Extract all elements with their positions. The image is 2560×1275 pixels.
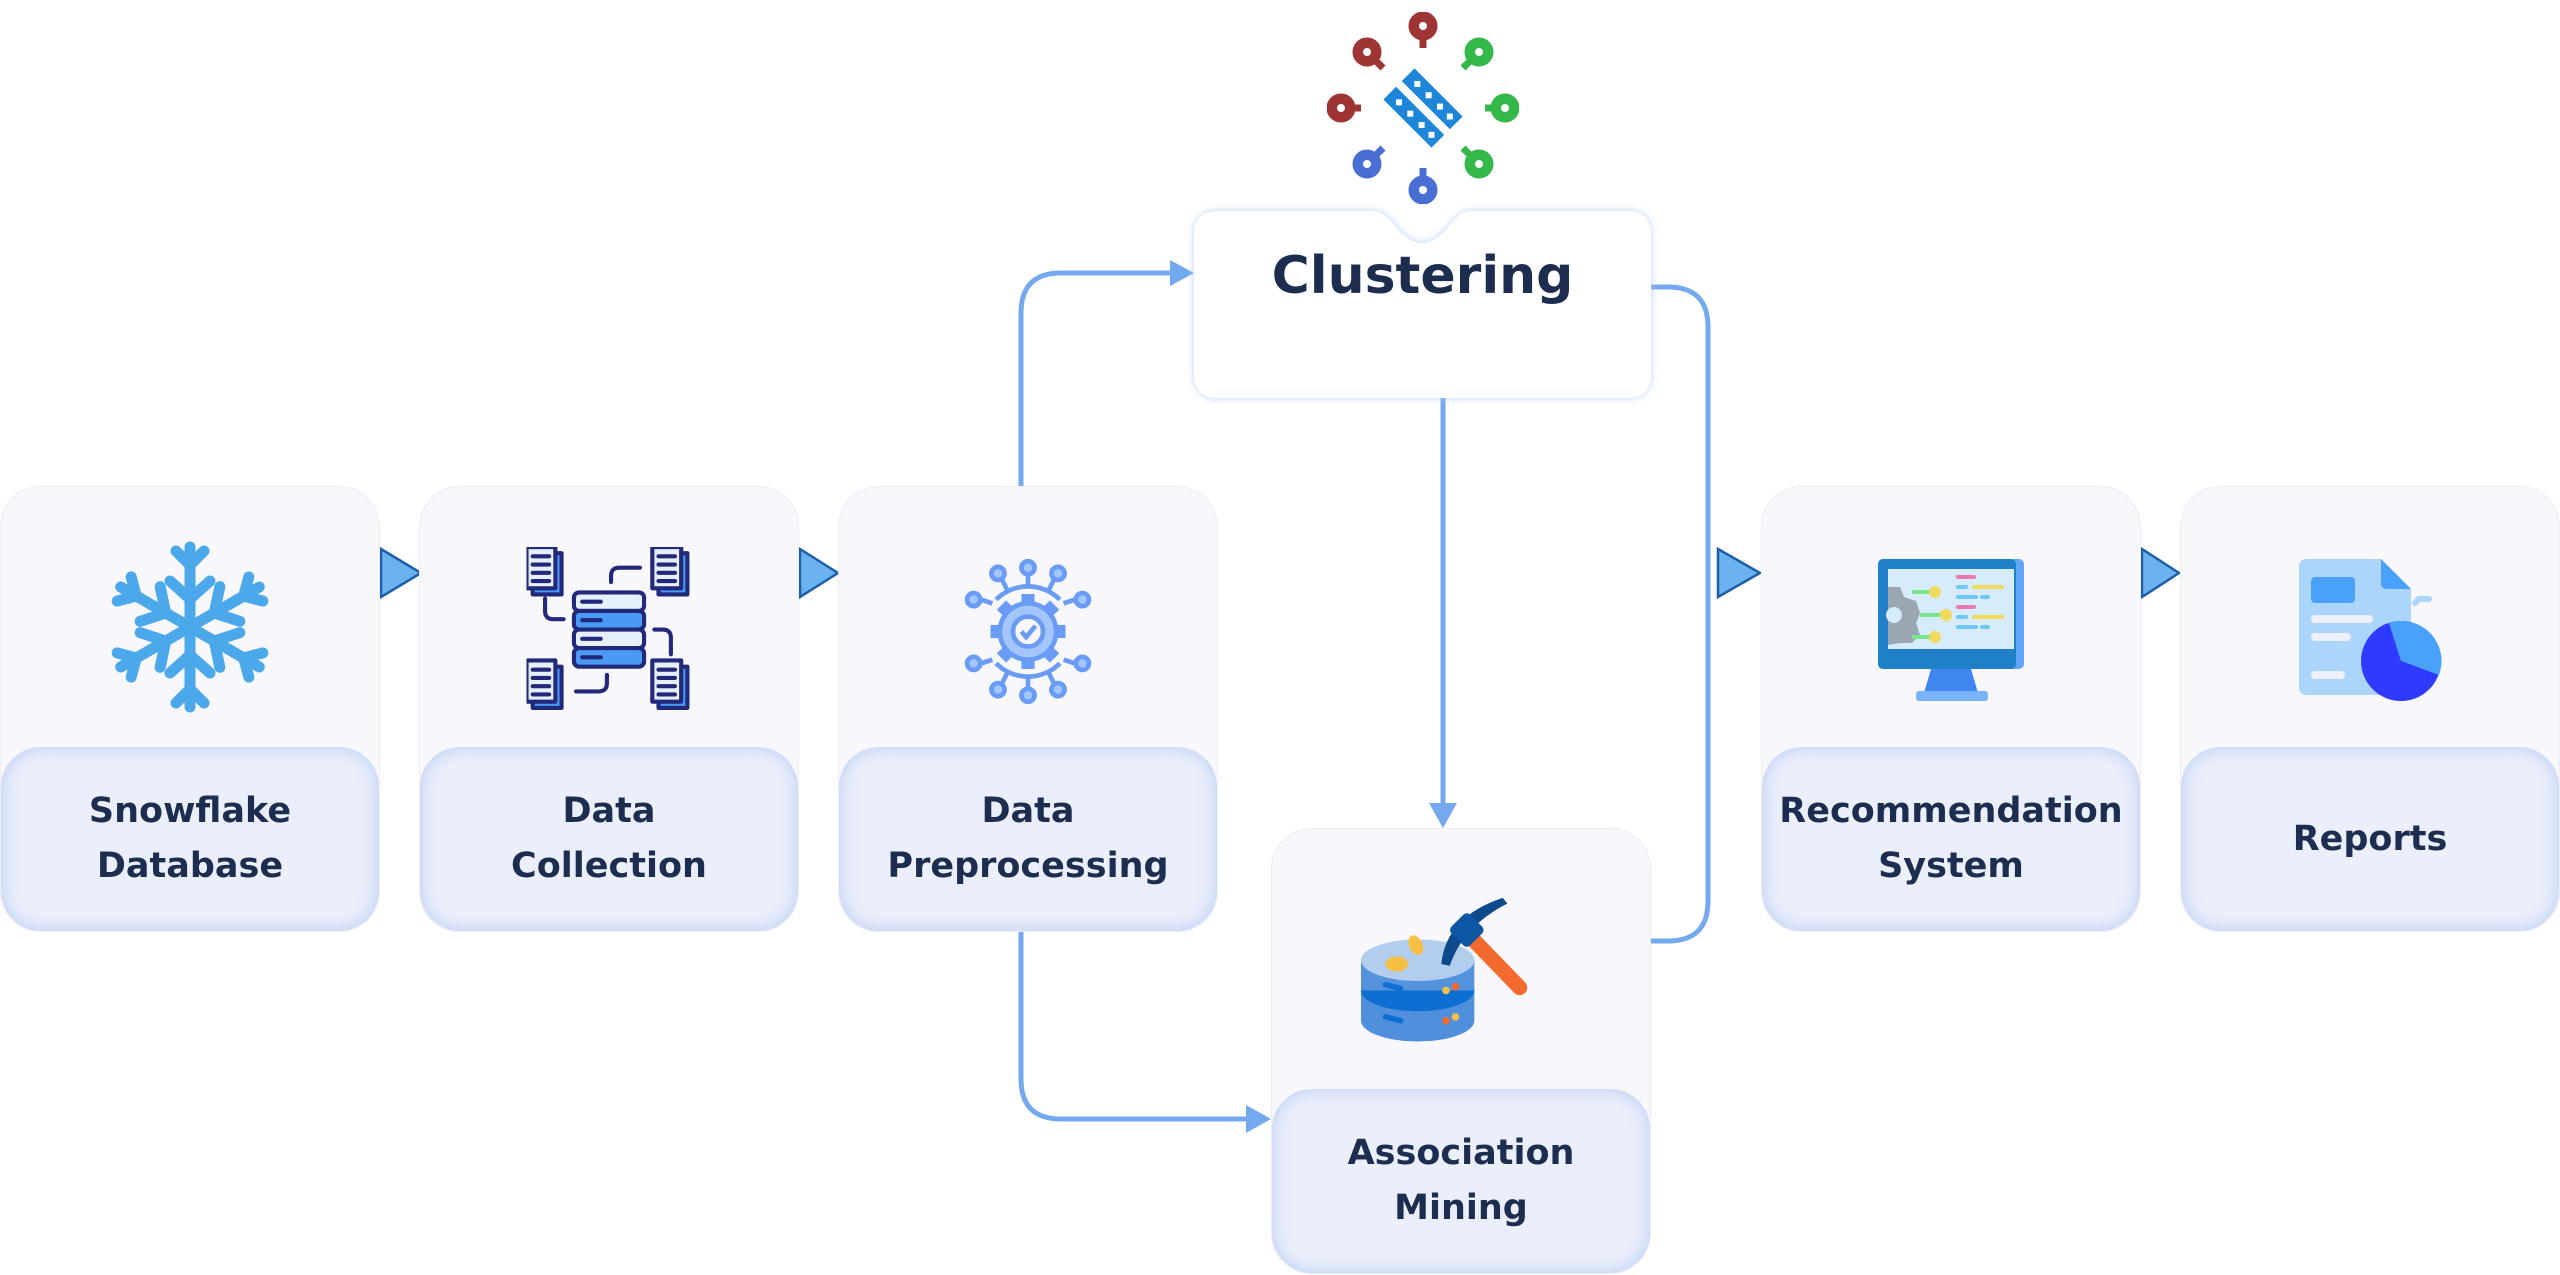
flow-arrow-2 [798, 546, 841, 600]
node-label: Association Mining [1272, 1089, 1650, 1273]
snowflake-icon [100, 541, 280, 717]
node-data-preprocessing[interactable]: Data Preprocessing [838, 486, 1218, 932]
label-line: Preprocessing [887, 846, 1169, 886]
label-line: Collection [511, 846, 707, 886]
node-association-mining[interactable]: Association Mining [1271, 828, 1651, 1274]
node-label: Recommendation System [1762, 747, 2140, 931]
arrowhead-to-association-top [1429, 803, 1457, 828]
label-line: Association [1347, 1133, 1575, 1173]
database-pickaxe-icon [1360, 897, 1528, 1042]
label-line: Database [96, 846, 284, 886]
cluster-icon [1327, 12, 1519, 204]
clustering-box [1194, 211, 1651, 398]
label-line: Snowflake [88, 791, 292, 831]
label-line: Recommendation [1779, 791, 2123, 831]
node-recommendation-system[interactable]: Recommendation System [1761, 486, 2141, 932]
arrowhead-to-association-left [1246, 1105, 1271, 1133]
clustering-title: Clustering [1271, 246, 1574, 306]
monitor-code-icon [1878, 559, 2024, 701]
report-pie-icon [2299, 559, 2442, 701]
node-reports[interactable]: Reports [2180, 486, 2560, 932]
flow-arrow-4 [2140, 546, 2182, 600]
node-data-collection[interactable]: Data Collection [419, 486, 799, 932]
label-line: Reports [2292, 818, 2448, 859]
node-clustering[interactable]: Clustering [1194, 211, 1651, 398]
edge-preprocessing-association [1018, 932, 1252, 1122]
flow-arrow-3 [1716, 546, 1763, 600]
label-line: Data [981, 791, 1075, 831]
label-line: Mining [1394, 1188, 1528, 1228]
arrowhead-to-clustering [1170, 260, 1194, 286]
gear-network-icon [964, 558, 1092, 705]
node-snowflake-database[interactable]: Snowflake Database [0, 486, 380, 932]
flow-arrow-1 [379, 546, 424, 600]
node-label: Data Preprocessing [839, 747, 1217, 931]
edge-clustering-association-merge [1651, 284, 1711, 944]
node-label: Data Collection [420, 747, 798, 931]
edge-preprocessing-clustering [1018, 270, 1175, 486]
label-line: System [1878, 846, 2024, 886]
label-line: Data [562, 791, 656, 831]
data-collection-icon [526, 547, 692, 712]
node-label: Reports [2181, 747, 2559, 931]
node-label: Snowflake Database [1, 747, 379, 931]
